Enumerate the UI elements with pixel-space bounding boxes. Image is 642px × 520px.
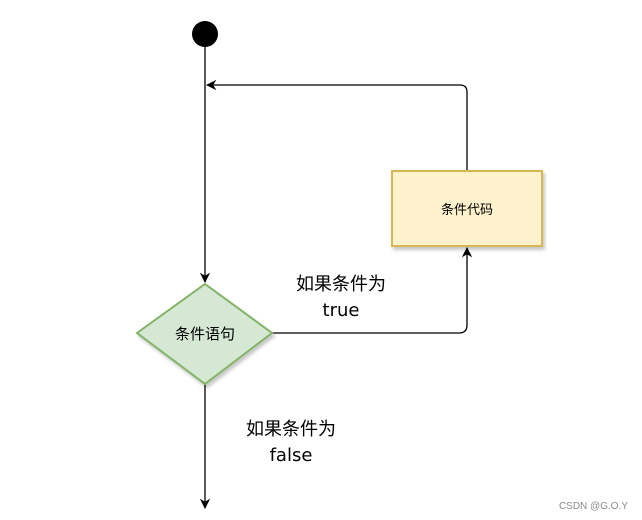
body-process-box[interactable]: [391, 170, 543, 247]
condition-label: 条件语句: [175, 325, 235, 343]
condition-diamond[interactable]: [135, 282, 274, 386]
false-branch-label-line2: false: [270, 445, 313, 466]
true-branch-label-line2: true: [323, 300, 360, 321]
edge-loop-back: [205, 79, 468, 170]
false-branch-label-line1: 如果条件为: [246, 419, 336, 440]
true-branch-label-line1: 如果条件为: [296, 274, 386, 295]
start-node[interactable]: [192, 21, 218, 47]
edge-true-branch: [272, 246, 473, 334]
watermark-text: CSDN @G.O.Y: [558, 501, 628, 512]
body-label: 条件代码: [441, 202, 493, 218]
